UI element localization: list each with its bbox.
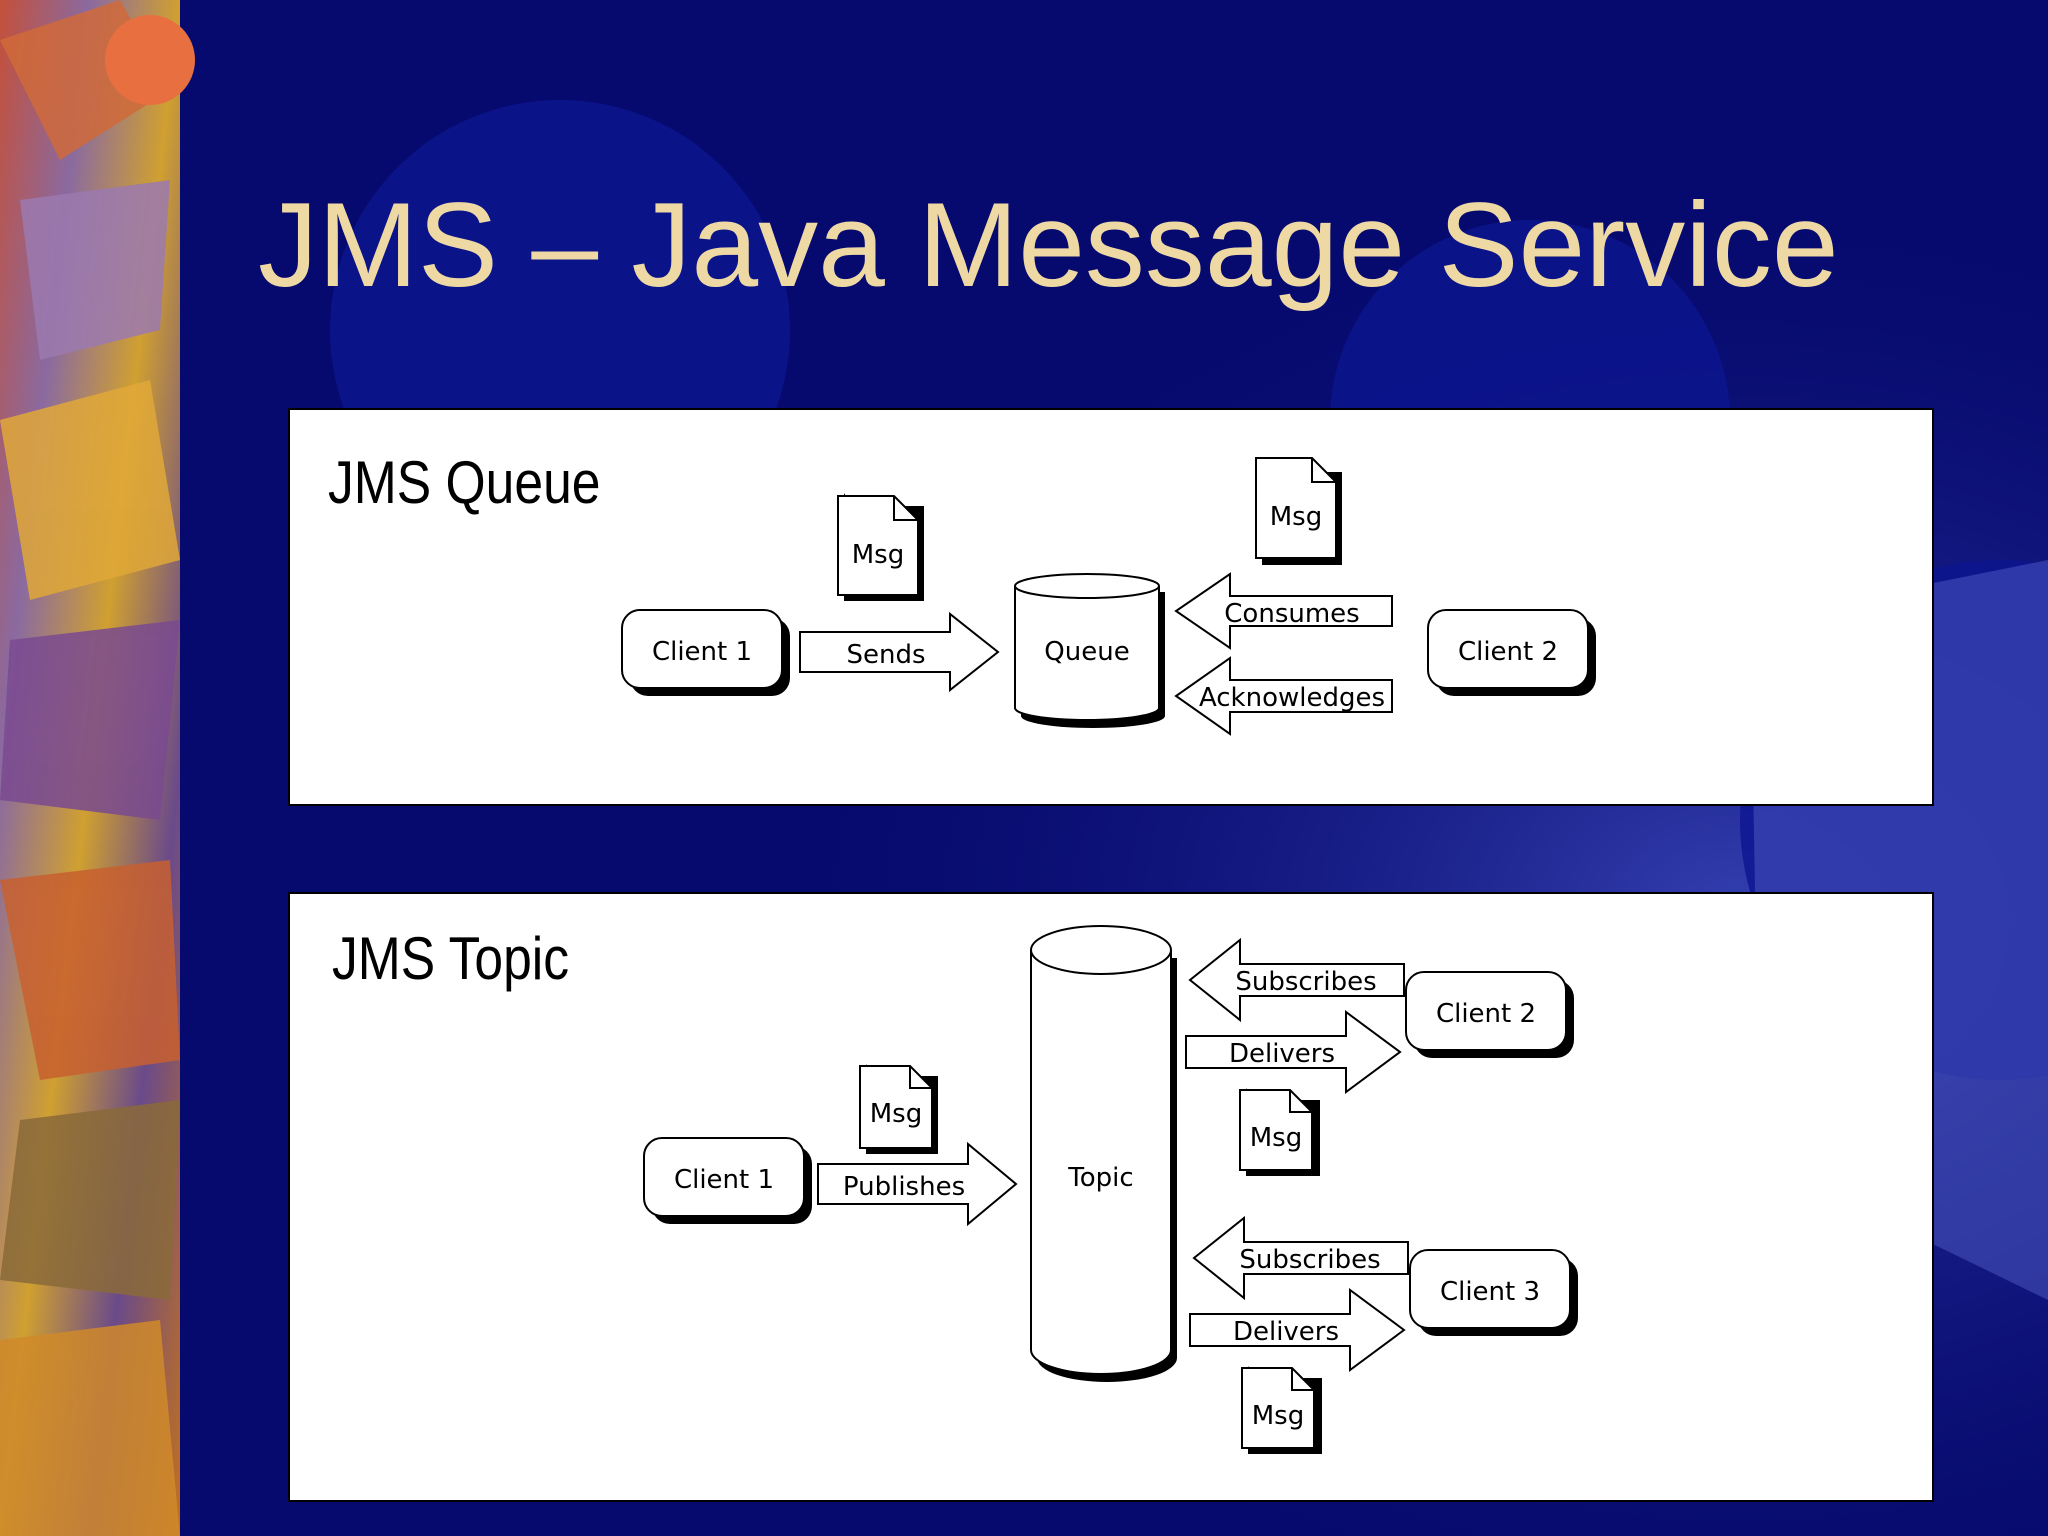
subscribes-arrow: Subscribes <box>1188 937 1405 1023</box>
client-node: Client 1 <box>621 609 790 696</box>
client-label: Client 3 <box>1440 1277 1540 1307</box>
msg-label: Msg <box>870 1099 922 1129</box>
subscribes-arrow: Subscribes <box>1192 1215 1409 1301</box>
msg-label: Msg <box>1270 502 1322 532</box>
topic-store: Topic <box>1030 925 1177 1382</box>
slide-title: JMS – Java Message Service <box>258 178 1839 312</box>
store-label: Queue <box>1044 637 1129 667</box>
arrow-label: Subscribes <box>1239 1245 1380 1275</box>
client-label: Client 1 <box>652 637 752 667</box>
delivers-arrow: Delivers <box>1189 1288 1406 1372</box>
topic-panel-title: JMS Topic <box>332 925 570 992</box>
msg-label: Msg <box>852 540 904 570</box>
client-label: Client 2 <box>1458 637 1558 667</box>
queue-store: Queue <box>1014 573 1165 728</box>
msg-document-icon: Msg <box>1239 1088 1320 1176</box>
msg-label: Msg <box>1252 1401 1304 1431</box>
jms-queue-panel: JMS Queue Msg Msg Client 1 Sends <box>288 408 1934 806</box>
arrow-label: Subscribes <box>1235 967 1376 997</box>
client-node: Client 3 <box>1409 1249 1578 1336</box>
gear-icon <box>105 15 195 105</box>
queue-panel-title: JMS Queue <box>328 449 601 516</box>
arrow-label: Sends <box>846 640 925 670</box>
delivers-arrow: Delivers <box>1185 1010 1402 1094</box>
msg-label: Msg <box>1250 1123 1302 1153</box>
acknowledges-arrow: Acknowledges <box>1174 656 1393 736</box>
msg-document-icon: Msg <box>1255 457 1342 565</box>
client-node: Client 2 <box>1427 609 1596 696</box>
client-label: Client 2 <box>1436 999 1536 1029</box>
publishes-arrow: Publishes <box>817 1141 1018 1227</box>
client-node: Client 2 <box>1405 971 1574 1058</box>
arrow-label: Delivers <box>1233 1317 1339 1347</box>
jms-topic-panel: JMS Topic Msg Client 1 Publishes Topic <box>288 892 1934 1502</box>
arrow-label: Consumes <box>1224 599 1359 629</box>
msg-document-icon: Msg <box>837 493 924 601</box>
client-label: Client 1 <box>674 1165 774 1195</box>
client-node: Client 1 <box>643 1137 812 1224</box>
arrow-label: Publishes <box>843 1172 965 1202</box>
sends-arrow: Sends <box>799 611 1000 693</box>
arrow-label: Delivers <box>1229 1039 1335 1069</box>
consumes-arrow: Consumes <box>1174 572 1393 650</box>
msg-document-icon: Msg <box>859 1064 938 1154</box>
msg-document-icon: Msg <box>1241 1366 1322 1454</box>
arrow-label: Acknowledges <box>1199 683 1385 713</box>
store-label: Topic <box>1067 1163 1133 1193</box>
